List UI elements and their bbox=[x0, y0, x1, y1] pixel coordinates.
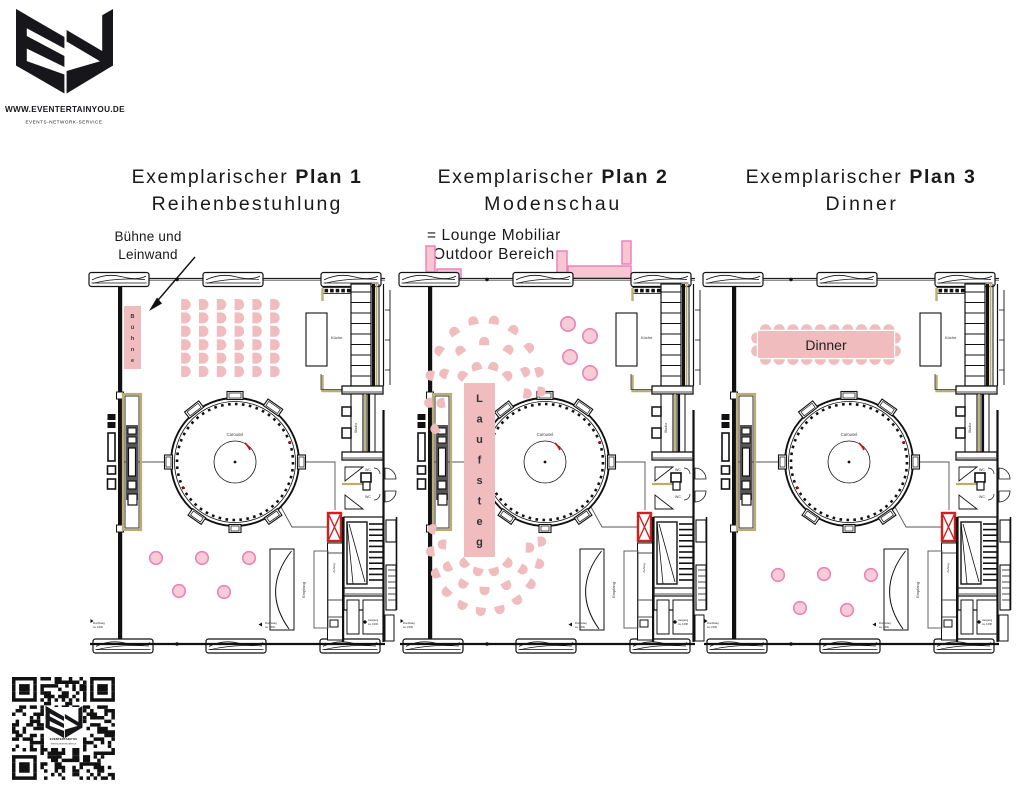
svg-text:Exemplarischer Plan 1: Exemplarischer Plan 1 bbox=[132, 166, 363, 188]
svg-text:EVENTS-NETWORK-SERVICE: EVENTS-NETWORK-SERVICE bbox=[51, 744, 77, 746]
svg-text:Outdoor Bereich: Outdoor Bereich bbox=[433, 246, 555, 263]
svg-text:Exemplarischer Plan 3: Exemplarischer Plan 3 bbox=[746, 166, 977, 188]
svg-text:s: s bbox=[476, 475, 482, 487]
svg-text:Leinwand: Leinwand bbox=[118, 247, 177, 262]
svg-text:e: e bbox=[476, 516, 482, 528]
svg-text:a: a bbox=[476, 414, 483, 426]
svg-text:ü: ü bbox=[131, 325, 134, 331]
svg-text:e: e bbox=[131, 358, 134, 364]
svg-text:WWW.EVENTERTAINYOU.DE: WWW.EVENTERTAINYOU.DE bbox=[5, 105, 125, 114]
svg-text:Reihenbestuhlung: Reihenbestuhlung bbox=[152, 193, 343, 215]
svg-text:B: B bbox=[131, 314, 135, 320]
svg-text:EVENTS-NETWORK-SERVICE: EVENTS-NETWORK-SERVICE bbox=[25, 120, 102, 125]
svg-text:u: u bbox=[476, 434, 483, 446]
svg-text:f: f bbox=[478, 455, 482, 467]
svg-text:n: n bbox=[131, 347, 135, 353]
svg-text:= Lounge Mobiliar: = Lounge Mobiliar bbox=[427, 227, 561, 244]
svg-text:g: g bbox=[476, 537, 483, 549]
svg-text:h: h bbox=[131, 336, 135, 342]
svg-text:Modenschau: Modenschau bbox=[484, 193, 622, 215]
svg-text:Exemplarischer Plan 2: Exemplarischer Plan 2 bbox=[438, 166, 669, 188]
svg-text:EVENTERTAINYOU: EVENTERTAINYOU bbox=[50, 737, 77, 741]
svg-text:Bühne und: Bühne und bbox=[114, 229, 181, 244]
svg-text:t: t bbox=[478, 496, 482, 508]
svg-text:Dinner: Dinner bbox=[805, 337, 847, 353]
svg-text:Dinner: Dinner bbox=[825, 193, 898, 215]
svg-text:L: L bbox=[476, 393, 483, 405]
